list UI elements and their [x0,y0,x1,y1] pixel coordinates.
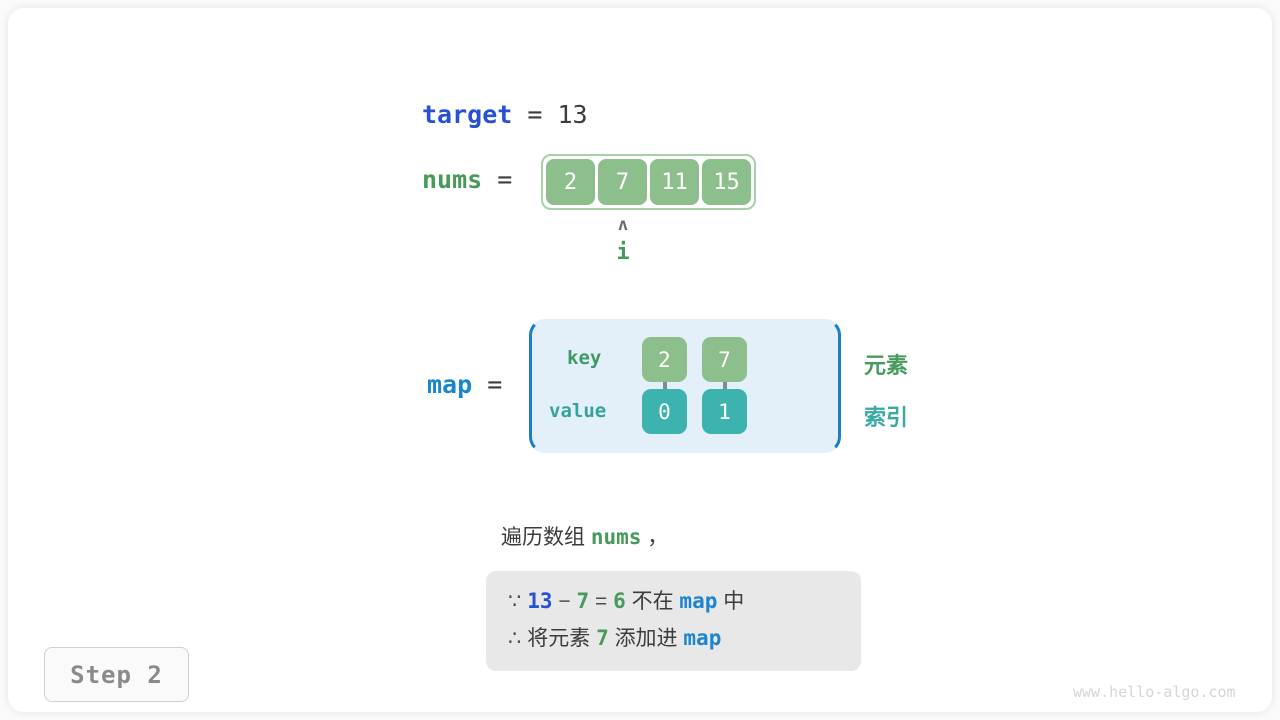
note2-text-start: 将元素 [527,627,591,650]
array-cell: 2 [546,159,595,205]
map-row-label-value: value [549,400,607,422]
nums-variable-name: nums [422,165,483,194]
note-current-element: 7 [576,589,590,613]
nums-array: 2 7 11 15 [541,154,756,210]
target-assignment: target = 13 [422,100,588,129]
note-text-not-in: 不在 [631,590,674,613]
map-value-cell: 0 [642,389,687,434]
note-code-map: map [679,589,718,613]
side-label-index: 索引 [864,405,909,430]
pointer-caret-icon: ʌ [617,215,629,235]
caption-prefix: 遍历数组 [501,526,585,549]
nums-assignment-label: nums = [422,165,512,194]
note2-code-map: map [683,626,722,650]
caption-code-nums: nums [590,525,642,549]
watermark: www.hello-algo.com [1073,683,1236,701]
map-key-cell: 7 [702,337,747,382]
pointer-label-i: i [616,240,630,265]
target-variable-name: target [422,100,513,129]
side-label-element: 元素 [864,353,909,378]
map-value-cell: 1 [702,389,747,434]
diagram-canvas: target = 13 nums = 2 7 11 15 ʌ i map = k… [8,8,1272,712]
note2-element-value: 7 [596,626,609,650]
map-equals-sign: = [487,370,503,399]
array-cell: 11 [650,159,699,205]
array-cell: 15 [702,159,751,205]
explanation-line-1: ∵ 13 − 7 = 6 不在 map 中 [508,583,839,620]
map-assignment-label: map = [427,370,502,399]
map-variable-name: map [427,370,473,399]
target-equals-sign: = [527,100,543,129]
nums-equals-sign: = [497,165,513,194]
note-text-in: 中 [723,590,745,613]
note2-text-mid: 添加进 [614,627,678,650]
because-symbol-icon: ∵ [508,590,522,613]
explanation-line-2: ∴ 将元素 7 添加进 map [508,620,839,657]
target-value: 13 [557,100,588,129]
note-equals-sign: = [594,590,608,613]
map-key-cell: 2 [642,337,687,382]
explanation-box: ∵ 13 − 7 = 6 不在 map 中 ∴ 将元素 7 添加进 map [486,571,861,671]
step-badge: Step 2 [44,647,189,702]
caption-suffix: ， [647,526,669,549]
note-target-value: 13 [527,589,553,613]
caption-text: 遍历数组 nums ， [501,521,668,551]
therefore-symbol-icon: ∴ [508,627,522,650]
map-row-label-key: key [567,347,602,369]
note-minus-sign: − [558,590,571,613]
array-cell: 7 [598,159,647,205]
map-grid: key value 2 7 0 1 [529,319,841,453]
note-result-value: 6 [613,589,626,613]
